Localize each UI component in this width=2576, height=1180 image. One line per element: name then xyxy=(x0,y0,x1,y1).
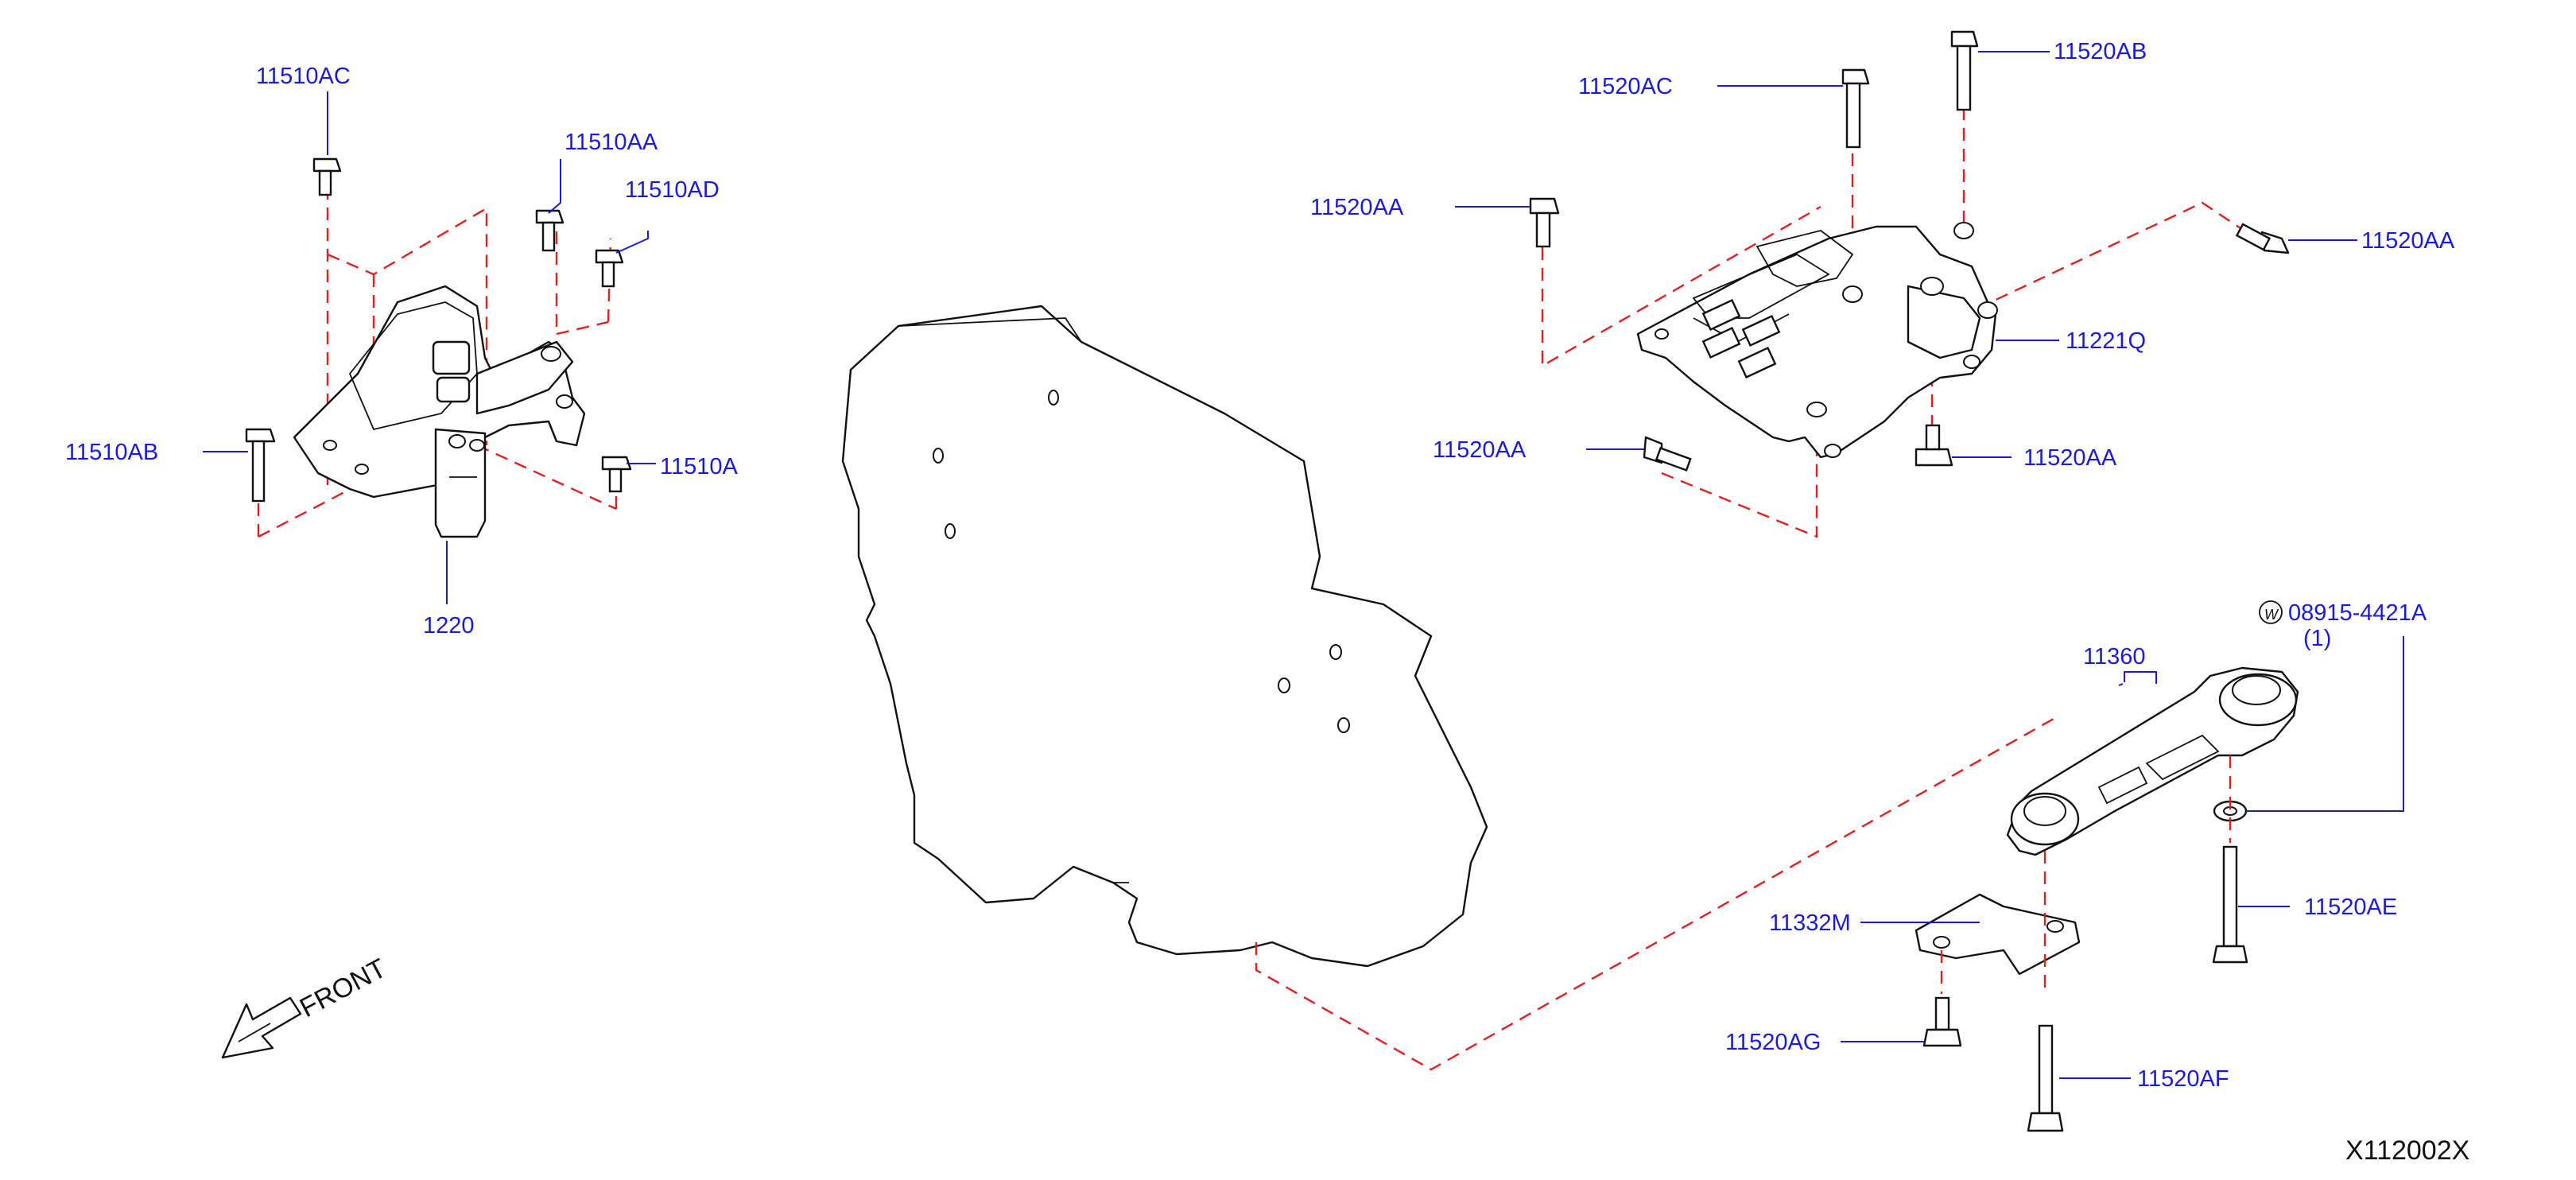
bolt-icon xyxy=(1841,68,1870,149)
label-08915: 08915-4421A xyxy=(2288,600,2427,626)
bolt-icon xyxy=(2212,845,2248,964)
front-direction-indicator: FRONT xyxy=(221,953,391,1059)
label-11221Q: 11221Q xyxy=(2066,328,2146,354)
engine-block-outline xyxy=(841,305,2060,1071)
bolt-icon xyxy=(1915,424,1953,467)
label-11510A: 11510A xyxy=(660,454,738,479)
bolt-icon xyxy=(1529,197,1560,248)
label-11360: 11360 xyxy=(2083,644,2146,670)
left-engine-mount-assembly: 11510AC 11510AA 11510AD 11510AB 11510A 1… xyxy=(65,64,738,639)
diagram-code: X112002X xyxy=(2345,1135,2469,1166)
label-11510AB: 11510AB xyxy=(65,440,158,465)
label-11520AG: 11520AG xyxy=(1725,1030,1821,1055)
label-11520AA-lower: 11520AA xyxy=(2023,445,2117,471)
label-11520AE: 11520AE xyxy=(2304,895,2397,920)
front-label: FRONT xyxy=(295,953,391,1024)
label-1220: 1220 xyxy=(423,613,475,639)
label-11510AD: 11510AD xyxy=(625,177,720,203)
torque-rod-assembly: W 11360 08915-4421A (1) 11520AE 11332M 1… xyxy=(1725,600,2427,1132)
label-11510AA: 11510AA xyxy=(564,130,658,155)
front-arrow-icon xyxy=(221,996,302,1059)
washer-symbol-letter: W xyxy=(2264,607,2279,623)
bolt-icon xyxy=(245,428,276,503)
bolt-icon xyxy=(1643,436,1692,472)
label-08915-qty: (1) xyxy=(2303,626,2331,651)
bolt-icon xyxy=(595,249,624,288)
label-11520AA-right: 11520AA xyxy=(2361,228,2455,254)
washer-symbol-icon xyxy=(2259,600,2283,624)
bolt-icon xyxy=(2027,1024,2064,1132)
label-11520AB: 11520AB xyxy=(2054,39,2147,64)
label-11332M: 11332M xyxy=(1769,910,1851,936)
bolt-icon xyxy=(601,456,632,493)
bolt-icon xyxy=(1950,30,1979,111)
label-11520AA-left: 11520AA xyxy=(1310,195,1404,220)
bolt-icon xyxy=(2235,223,2290,254)
label-11520AC: 11520AC xyxy=(1578,74,1673,99)
bolt-icon xyxy=(1922,996,1962,1047)
bolt-icon xyxy=(312,157,342,196)
label-11520AA-lower-left: 11520AA xyxy=(1433,437,1527,463)
bolt-icon xyxy=(535,209,564,252)
label-11510AC: 11510AC xyxy=(256,64,351,89)
label-11520AF: 11520AF xyxy=(2137,1066,2229,1092)
right-mount-bracket-assembly: 11520AC 11520AB 11520AA 11520AA 11221Q 1… xyxy=(1310,30,2455,538)
